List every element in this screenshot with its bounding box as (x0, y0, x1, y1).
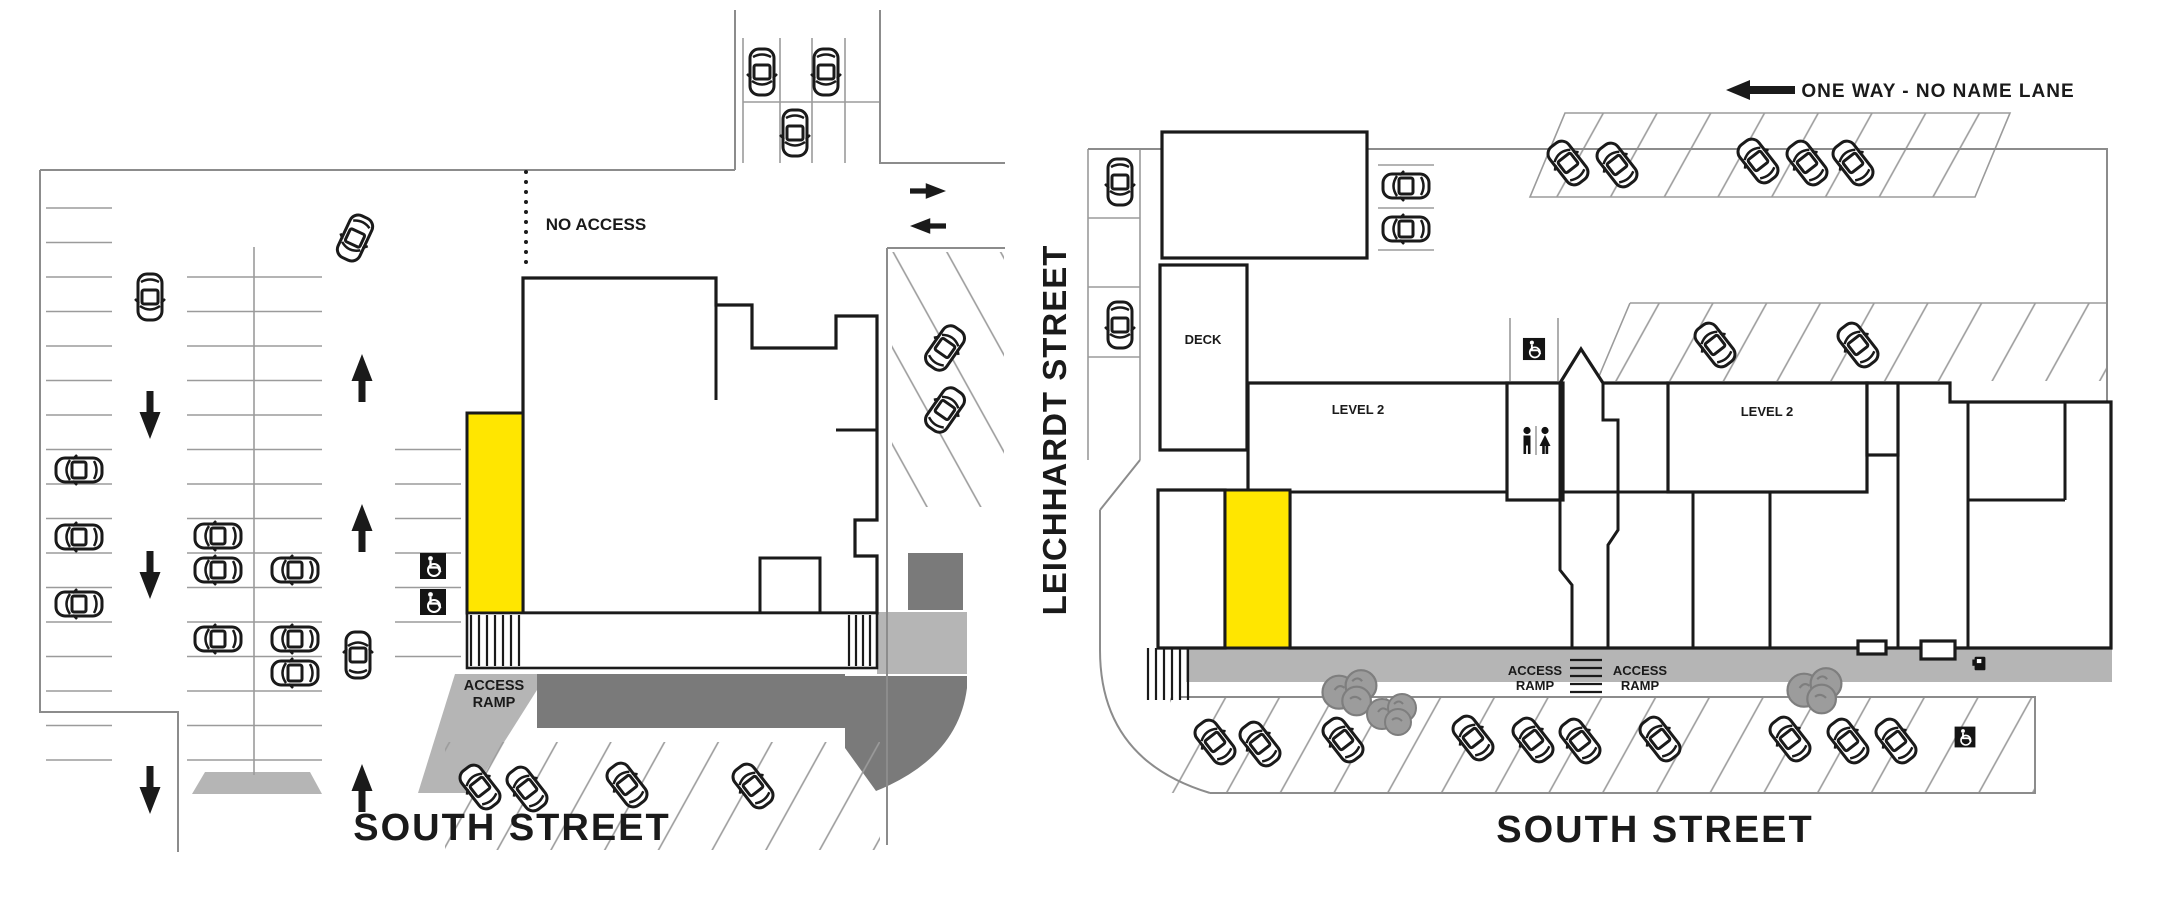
stairs-west (1146, 648, 1190, 700)
access-ramp-right-line1: ACCESS (1613, 663, 1668, 678)
accessible-parking-icon (418, 551, 448, 581)
car-icon (193, 553, 243, 587)
car-icon (330, 209, 380, 267)
car-icon (1381, 169, 1431, 203)
building-footprint (1156, 130, 2113, 661)
accessible-parking-icon (1953, 725, 1977, 749)
car-icon (54, 453, 104, 487)
access-ramp-label-line2: RAMP (473, 695, 516, 711)
accessible-bay-lines (1509, 318, 1559, 381)
up-arrow (351, 504, 373, 552)
access-ramp-left-line2: RAMP (1516, 678, 1555, 693)
south-street-label: SOUTH STREET (353, 807, 670, 849)
car-icon (270, 622, 320, 656)
car-icon (1381, 212, 1431, 246)
site-boundary (1088, 148, 2108, 505)
center-parking-bays (187, 247, 322, 775)
car-icon (270, 656, 320, 690)
car-icon (745, 47, 779, 97)
accessible-parking-icon (1522, 337, 1546, 361)
median-island (192, 772, 322, 794)
car-icon (54, 587, 104, 621)
right-site-plan: ONE WAY - NO NAME LANE LEICHHARDT STREET… (1036, 80, 2113, 851)
car-icon (809, 47, 843, 97)
left-arrow (910, 218, 946, 234)
car-icon (133, 272, 167, 322)
deck-label: DECK (1185, 332, 1222, 347)
accessible-parking-bays (395, 418, 461, 664)
deck-side-bays (1378, 164, 1434, 251)
down-arrow (139, 766, 161, 814)
toilets-room (1505, 381, 1565, 502)
car-icon (270, 553, 320, 587)
car-icon (1103, 157, 1137, 207)
access-ramp-right-line2: RAMP (1621, 678, 1660, 693)
car-icon (193, 622, 243, 656)
access-ramp-structure (465, 611, 879, 670)
highlighted-unit (1223, 488, 1292, 650)
top-driveway-bays (742, 38, 880, 163)
up-arrow (351, 764, 373, 812)
access-ramp-left-line1: ACCESS (1508, 663, 1563, 678)
leichhardt-street-label: LEICHHARDT STREET (1036, 245, 1073, 616)
south-street-label: SOUTH STREET (1496, 809, 1813, 851)
left-site-plan: NO ACCESS ACCESS RAMP SOUTH STREET (39, 10, 1005, 852)
car-icon (341, 630, 375, 680)
highlighted-unit (465, 411, 525, 615)
leichhardt-street-bays (1087, 149, 1211, 794)
car-icon (193, 519, 243, 553)
one-way-label: ONE WAY - NO NAME LANE (1801, 81, 2074, 102)
level2-left-label: LEVEL 2 (1332, 402, 1385, 417)
level2-right-label: LEVEL 2 (1741, 404, 1794, 419)
right-arrow (910, 183, 946, 199)
deck-block (1158, 263, 1249, 452)
stairs-west (469, 615, 521, 666)
building-footprint (521, 276, 879, 615)
site-boundary (39, 10, 1005, 852)
car-icon (54, 520, 104, 554)
down-arrow (139, 391, 161, 439)
one-way-arrow (1726, 80, 1795, 100)
no-access-label: NO ACCESS (546, 215, 646, 234)
up-arrow (351, 354, 373, 402)
access-ramp-lines (1570, 658, 1602, 694)
stairs-east (847, 615, 872, 666)
down-arrow (139, 551, 161, 599)
accessible-parking-icon (418, 587, 448, 617)
level2-right-room (1666, 381, 1869, 494)
car-icon (778, 108, 812, 158)
car-icon (1103, 300, 1137, 350)
access-ramp-label-line1: ACCESS (464, 678, 525, 694)
east-street-angled-bays (892, 252, 1004, 507)
